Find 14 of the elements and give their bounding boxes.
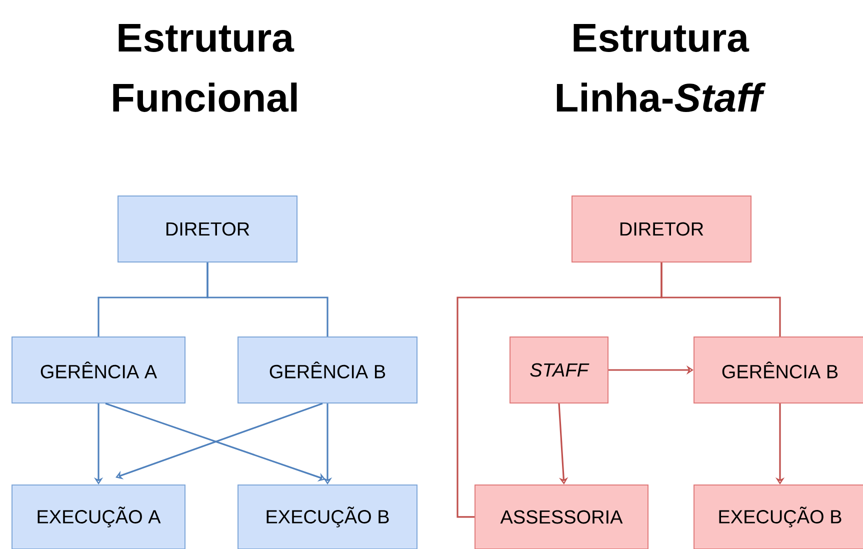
- title: Estrutura Linha-Staff: [556, 24, 766, 112]
- connector: [660, 262, 781, 336]
- org-box: DIRETOR: [118, 196, 298, 262]
- title: Estrutura Funcional: [113, 24, 297, 112]
- org-box: STAFF: [510, 336, 608, 404]
- org-box: EXECUÇÃO A: [12, 484, 186, 549]
- org-box: GERÊNCIA B: [238, 336, 418, 404]
- org-box: EXECUÇÃO B: [238, 484, 418, 549]
- org-box: GERÊNCIA B: [694, 336, 863, 404]
- org-box: GERÊNCIA A: [12, 336, 186, 404]
- org-box: ASSESSORIA: [474, 484, 648, 549]
- org-box: DIRETOR: [572, 196, 752, 262]
- connector: [206, 262, 328, 336]
- org-box: EXECUÇÃO B: [694, 484, 863, 549]
